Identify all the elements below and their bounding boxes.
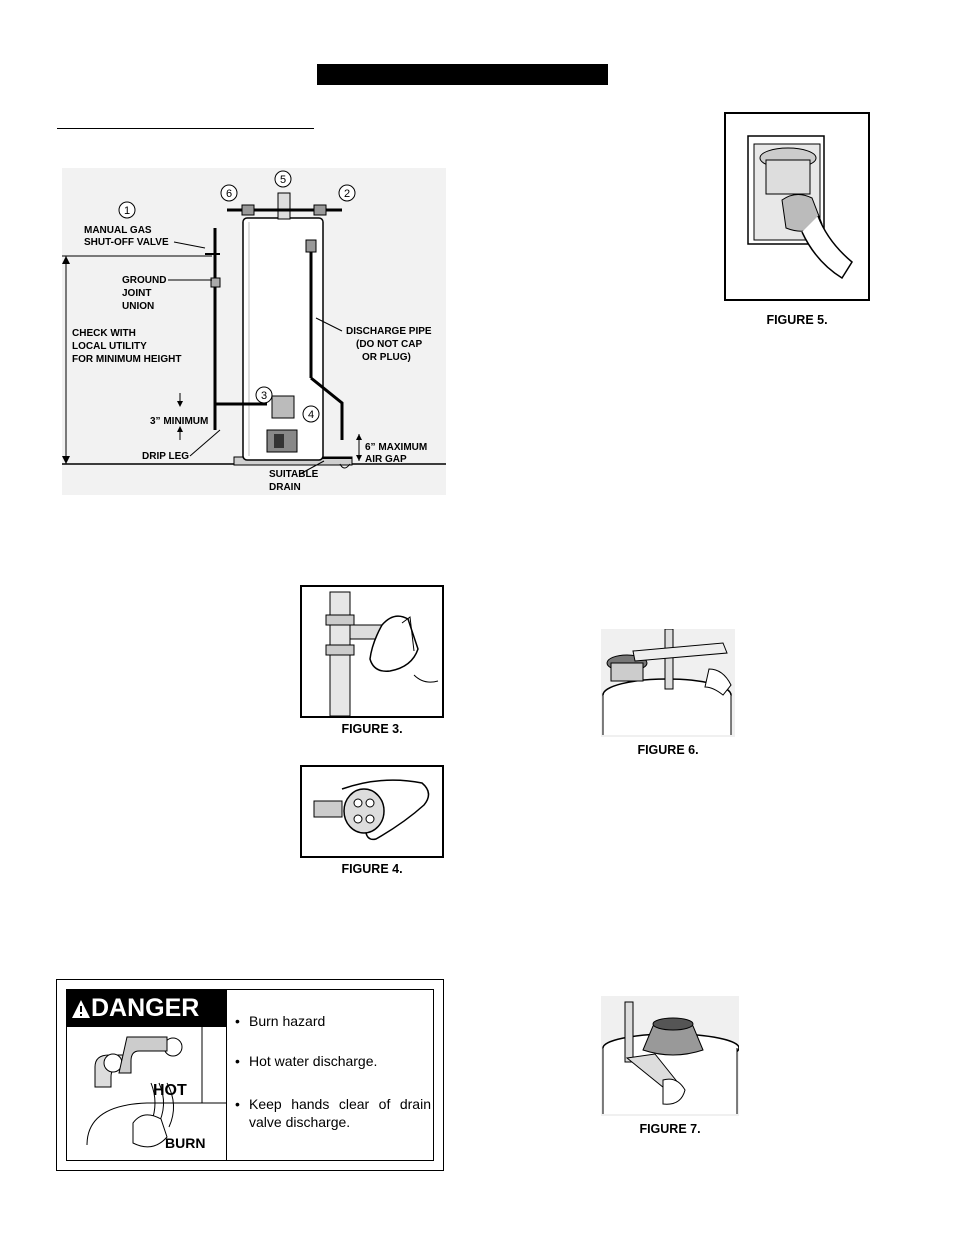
label-manual-gas: MANUAL GAS — [84, 225, 152, 236]
figure-4-caption: FIGURE 4. — [341, 862, 403, 876]
hot-word: HOT — [153, 1082, 187, 1099]
label-3-minimum: 3” MINIMUM — [150, 416, 208, 427]
callout-2: 2 — [338, 184, 356, 202]
svg-text:3: 3 — [261, 390, 267, 402]
svg-text:4: 4 — [308, 409, 314, 421]
label-minimum-height: FOR MINIMUM HEIGHT — [72, 354, 181, 365]
label-air-gap: AIR GAP — [365, 454, 407, 465]
label-or-plug: OR PLUG) — [362, 352, 411, 363]
label-6-maximum: 6” MAXIMUM — [365, 442, 427, 453]
callout-3: 3 — [255, 386, 273, 404]
callout-1: 1 — [118, 201, 136, 219]
label-check-with: CHECK WITH — [72, 328, 136, 339]
label-discharge-pipe: DISCHARGE PIPE — [346, 326, 432, 337]
figure-4-frame — [300, 765, 444, 858]
figure-4-illustration — [313, 779, 430, 841]
danger-item-burn-hazard: •Burn hazard — [235, 1013, 326, 1029]
danger-item-keep-hands-clear: •Keep hands clear of drain valve dischar… — [235, 1096, 431, 1130]
warning-triangle-icon — [72, 999, 90, 1018]
label-drain: DRAIN — [269, 482, 301, 493]
figure-5-caption: FIGURE 5. — [766, 313, 828, 327]
figure-3-caption: FIGURE 3. — [341, 722, 403, 736]
burn-word: BURN — [165, 1135, 205, 1151]
svg-text:2: 2 — [344, 188, 350, 200]
danger-heading: DANGER — [91, 994, 200, 1022]
water-heater-installation-diagram: 1 2 3 4 5 6 MANUAL GAS SHUT-OFF VALVE GR… — [62, 168, 446, 495]
figure-7-caption: FIGURE 7. — [639, 1122, 701, 1136]
callout-4: 4 — [302, 405, 320, 423]
callout-5: 5 — [274, 170, 292, 188]
label-union: UNION — [122, 301, 154, 312]
label-shutoff-valve: SHUT-OFF VALVE — [84, 237, 169, 248]
figure-7-illustration — [601, 996, 739, 1116]
label-joint: JOINT — [122, 288, 151, 299]
label-drip-leg: DRIP LEG — [142, 451, 189, 462]
svg-text:1: 1 — [124, 205, 130, 217]
figure-6-caption: FIGURE 6. — [637, 743, 699, 757]
label-ground: GROUND — [122, 275, 166, 286]
figure-5-frame — [724, 112, 870, 301]
burn-hazard-illustration: HOT BURN — [86, 1027, 226, 1151]
label-suitable: SUITABLE — [269, 469, 319, 480]
section-heading-rule — [57, 128, 314, 129]
danger-divider — [226, 990, 227, 1160]
callout-6: 6 — [220, 184, 238, 202]
label-do-not-cap: (DO NOT CAP — [356, 339, 422, 350]
figure-5-illustration — [747, 135, 853, 280]
danger-inner-frame: DANGER HOT BURN •Burn hazard •Hot water … — [66, 989, 434, 1161]
figure-6-illustration — [601, 629, 735, 737]
svg-text:6: 6 — [226, 188, 232, 200]
svg-text:5: 5 — [280, 174, 286, 186]
label-local-utility: LOCAL UTILITY — [72, 341, 147, 352]
page-title-bar — [317, 64, 608, 85]
danger-header: DANGER — [67, 990, 226, 1027]
figure-3-frame — [300, 585, 444, 718]
danger-warning-box: DANGER HOT BURN •Burn hazard •Hot water … — [56, 979, 444, 1171]
figure-3-illustration — [325, 591, 439, 717]
danger-item-hot-water: •Hot water discharge. — [235, 1053, 378, 1069]
